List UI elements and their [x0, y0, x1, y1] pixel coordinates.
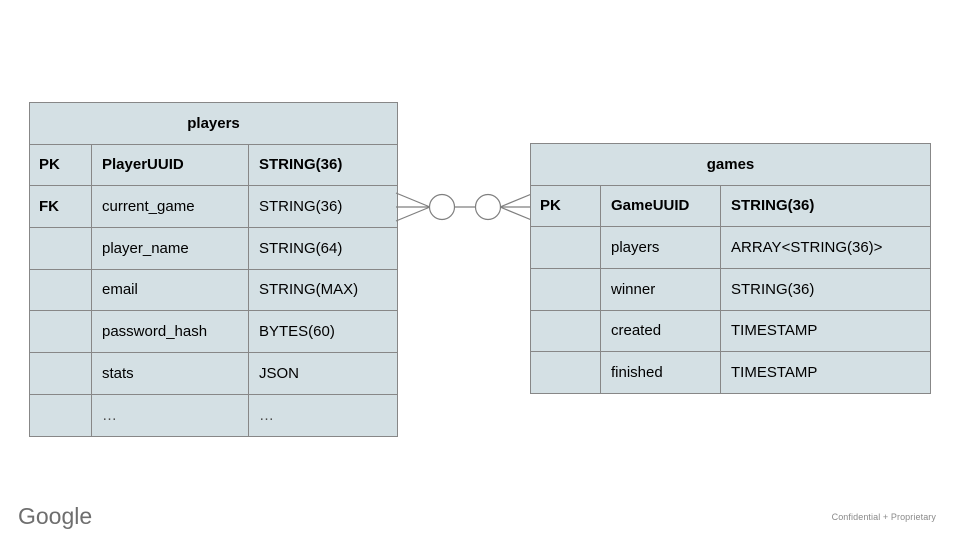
table-row[interactable]: winner STRING(36) — [530, 268, 932, 311]
entity-table-players[interactable]: players PK PlayerUUID STRING(36) FK curr… — [28, 102, 399, 437]
row-field: PlayerUUID — [91, 143, 249, 187]
row-field: finished — [600, 351, 721, 395]
entity-title-row-players: players — [28, 102, 399, 145]
row-key — [29, 352, 92, 395]
row-field: created — [600, 309, 721, 353]
entity-title-players: players — [28, 102, 399, 145]
row-key — [29, 393, 92, 437]
row-key — [530, 226, 601, 270]
row-field: … — [91, 393, 249, 437]
row-key — [29, 227, 92, 270]
relationship-connector-players-games[interactable] — [394, 182, 536, 232]
google-logo: Google — [18, 503, 93, 529]
row-type: STRING(36) — [719, 268, 932, 311]
right-crowsfoot-upper-prong — [499, 192, 535, 208]
row-type: BYTES(60) — [247, 310, 399, 354]
table-row[interactable]: PK PlayerUUID STRING(36) — [29, 143, 399, 187]
row-type: STRING(36) — [719, 184, 932, 228]
table-row[interactable]: finished TIMESTAMP — [530, 351, 932, 395]
entity-table-games[interactable]: games PK GameUUID STRING(36) players ARR… — [529, 143, 932, 395]
table-row[interactable]: email STRING(MAX) — [29, 268, 399, 312]
row-field: players — [600, 226, 721, 270]
row-type: TIMESTAMP — [719, 351, 932, 395]
entity-title-row-games: games — [529, 143, 932, 186]
table-row[interactable]: FK current_game STRING(36) — [29, 185, 399, 229]
table-row[interactable]: stats JSON — [29, 352, 399, 395]
table-row[interactable]: password_hash BYTES(60) — [29, 310, 399, 354]
table-row[interactable]: players ARRAY<STRING(36)> — [530, 226, 932, 270]
row-field: winner — [600, 268, 721, 311]
row-key: PK — [29, 143, 92, 187]
row-type: JSON — [247, 352, 399, 395]
row-key — [530, 351, 601, 395]
row-type: STRING(36) — [247, 185, 399, 229]
left-optional-circle — [428, 193, 456, 221]
row-key: PK — [530, 184, 601, 228]
right-optional-circle — [474, 193, 502, 221]
row-field: email — [91, 268, 249, 312]
row-type: … — [247, 393, 399, 437]
row-key — [530, 309, 601, 353]
row-key — [29, 310, 92, 354]
row-field: current_game — [91, 185, 249, 229]
crows-foot-connector-svg — [395, 192, 535, 222]
left-crowsfoot-upper-prong — [395, 192, 431, 208]
table-row[interactable]: created TIMESTAMP — [530, 309, 932, 353]
table-row[interactable]: … … — [29, 393, 399, 437]
table-row[interactable]: PK GameUUID STRING(36) — [530, 184, 932, 228]
confidential-notice: Confidential + Proprietary — [831, 512, 936, 522]
right-crowsfoot-lower-prong — [499, 206, 535, 222]
row-key: FK — [29, 185, 92, 229]
row-field: GameUUID — [600, 184, 721, 228]
row-field: password_hash — [91, 310, 249, 354]
table-row[interactable]: player_name STRING(64) — [29, 227, 399, 270]
row-field: player_name — [91, 227, 249, 270]
row-type: STRING(36) — [247, 143, 399, 187]
row-key — [530, 268, 601, 311]
entity-body-games: games PK GameUUID STRING(36) players ARR… — [529, 143, 932, 395]
row-type: STRING(MAX) — [247, 268, 399, 312]
entity-body-players: players PK PlayerUUID STRING(36) FK curr… — [28, 102, 399, 437]
row-type: ARRAY<STRING(36)> — [719, 226, 932, 270]
entity-title-games: games — [529, 143, 932, 186]
row-type: STRING(64) — [247, 227, 399, 270]
row-field: stats — [91, 352, 249, 395]
row-key — [29, 268, 92, 312]
left-crowsfoot-lower-prong — [395, 206, 431, 222]
row-type: TIMESTAMP — [719, 309, 932, 353]
